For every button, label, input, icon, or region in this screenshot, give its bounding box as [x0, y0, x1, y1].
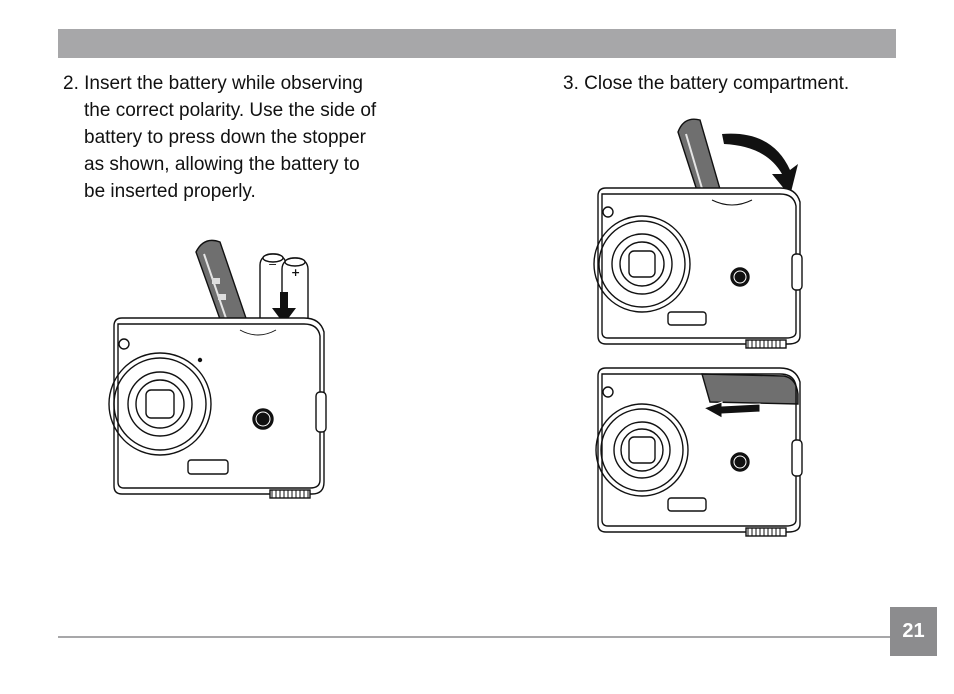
- step-2-line-2: the correct polarity. Use the side of: [84, 100, 377, 121]
- battery-minus-symbol: −: [268, 258, 277, 271]
- step-2-line-4: as shown, allowing the battery to: [84, 154, 360, 175]
- step-2-line-3: battery to press down the stopper: [84, 127, 366, 148]
- slide-arrow-icon: [702, 401, 761, 419]
- ge-logo-icon: [252, 408, 274, 430]
- step-2-line-1: 2. Insert the battery while observing: [63, 70, 408, 97]
- down-arrow-icon: [272, 292, 296, 324]
- battery-plus-symbol-top: +: [291, 266, 300, 279]
- insert-battery-illustration: − + + −: [108, 239, 327, 499]
- footer-rule: [58, 636, 890, 638]
- header-bar: [58, 29, 896, 58]
- ge-logo-icon: [730, 452, 750, 472]
- step-2-text-1: Insert the battery while observing: [84, 73, 363, 94]
- ge-logo-icon: [730, 267, 750, 287]
- step-2-number: 2.: [63, 73, 79, 94]
- rotate-arrow-icon: [722, 133, 798, 196]
- page-number: 21: [890, 607, 937, 656]
- step-2-line-5: be inserted properly.: [84, 181, 256, 202]
- close-compartment-open-illustration: [593, 118, 803, 349]
- step-2-instruction: 2. Insert the battery while observing th…: [63, 70, 408, 205]
- close-compartment-slide-illustration: [595, 367, 803, 537]
- step-3-instruction: 3. Close the battery compartment.: [563, 73, 850, 94]
